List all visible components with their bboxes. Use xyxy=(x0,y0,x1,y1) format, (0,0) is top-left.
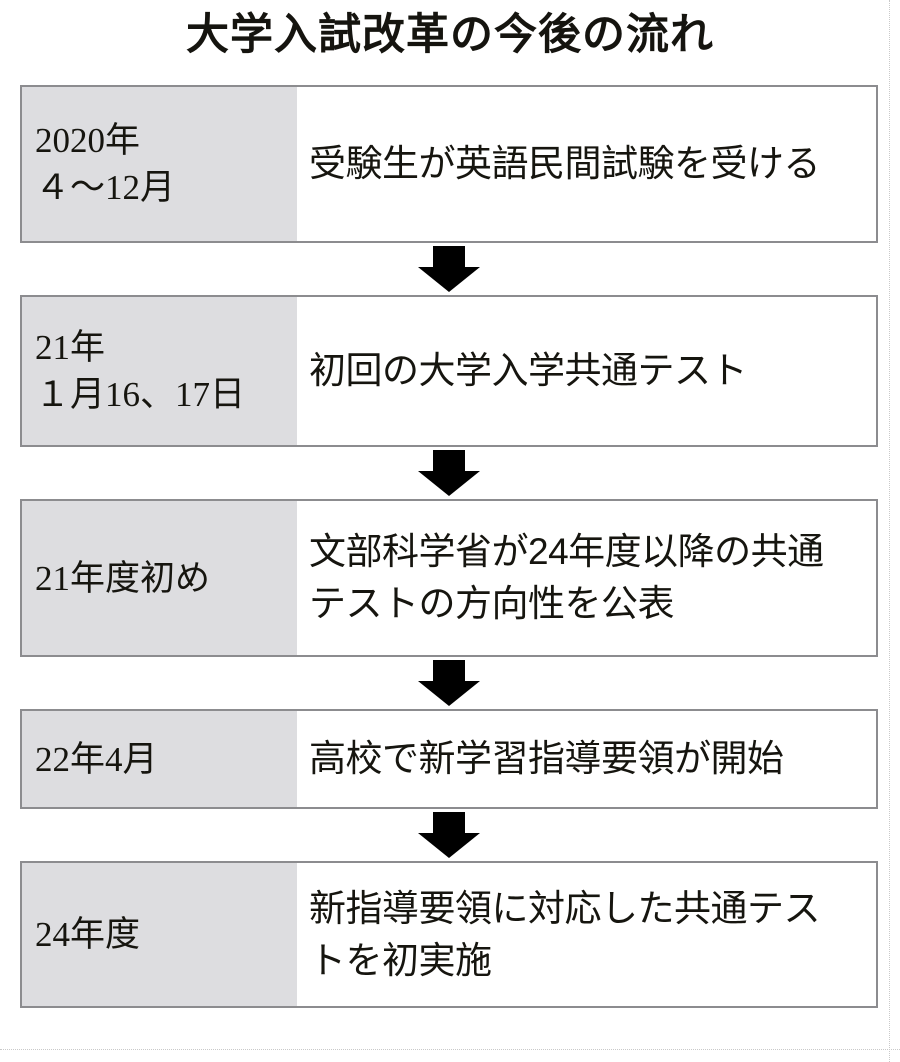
event-line: テストの方向性を公表 xyxy=(309,583,675,624)
flow-step-4-period: 22年4月 xyxy=(22,711,297,807)
flow-step-1: 2020年 ４〜12月 受験生が英語民間試験を受ける xyxy=(20,85,878,243)
flow-connector-1 xyxy=(20,243,878,295)
flow-connector-2 xyxy=(20,447,878,499)
arrow-head xyxy=(418,833,480,858)
flow-step-4-event: 高校で新学習指導要領が開始 xyxy=(297,711,876,807)
flow-connector-4 xyxy=(20,809,878,861)
flow-step-5-period: 24年度 xyxy=(22,863,297,1006)
down-arrow-icon xyxy=(418,812,480,858)
period-line: 21年度初め xyxy=(35,558,211,598)
page-guide-right xyxy=(889,0,890,1062)
flow-step-1-event: 受験生が英語民間試験を受ける xyxy=(297,87,876,241)
flow-step-1-period: 2020年 ４〜12月 xyxy=(22,87,297,241)
flowchart: 2020年 ４〜12月 受験生が英語民間試験を受ける 21年 １月16、17日 … xyxy=(20,85,878,1008)
period-line: 24年度 xyxy=(35,915,141,954)
down-arrow-icon xyxy=(418,450,480,496)
flow-step-3: 21年度初め 文部科学省が24年度以降の共通 テストの方向性を公表 xyxy=(20,499,878,657)
arrow-stem xyxy=(433,812,465,834)
event-line: 受験生が英語民間試験を受ける xyxy=(309,143,821,184)
flow-step-3-period: 21年度初め xyxy=(22,501,297,655)
event-line: 高校で新学習指導要領が開始 xyxy=(309,738,784,779)
flow-step-4: 22年4月 高校で新学習指導要領が開始 xyxy=(20,709,878,809)
arrow-stem xyxy=(433,246,465,268)
period-line: １月16、17日 xyxy=(35,375,246,414)
event-line: トを初実施 xyxy=(309,939,492,981)
arrow-head xyxy=(418,681,480,706)
page-title: 大学入試改革の今後の流れ xyxy=(186,11,714,59)
arrow-stem xyxy=(433,450,465,472)
event-line: 文部科学省が24年度以降の共通 xyxy=(309,531,824,572)
page-guide-bottom xyxy=(0,1049,900,1050)
flow-step-5-event: 新指導要領に対応した共通テス トを初実施 xyxy=(297,863,876,1006)
flow-step-5: 24年度 新指導要領に対応した共通テス トを初実施 xyxy=(20,861,878,1008)
period-line: 22年4月 xyxy=(35,739,158,779)
flow-step-3-event: 文部科学省が24年度以降の共通 テストの方向性を公表 xyxy=(297,501,876,655)
flow-step-2-event: 初回の大学入学共通テスト xyxy=(297,297,876,445)
down-arrow-icon xyxy=(418,660,480,706)
flow-step-2: 21年 １月16、17日 初回の大学入学共通テスト xyxy=(20,295,878,447)
period-line: 21年 xyxy=(35,328,106,367)
flow-connector-3 xyxy=(20,657,878,709)
down-arrow-icon xyxy=(418,246,480,292)
flow-step-2-period: 21年 １月16、17日 xyxy=(22,297,297,445)
period-line: ４〜12月 xyxy=(35,168,176,207)
event-line: 初回の大学入学共通テスト xyxy=(309,350,748,391)
period-line: 2020年 xyxy=(35,121,141,160)
event-line: 新指導要領に対応した共通テス xyxy=(309,887,821,929)
arrow-head xyxy=(418,471,480,496)
arrow-stem xyxy=(433,660,465,682)
arrow-head xyxy=(418,267,480,292)
